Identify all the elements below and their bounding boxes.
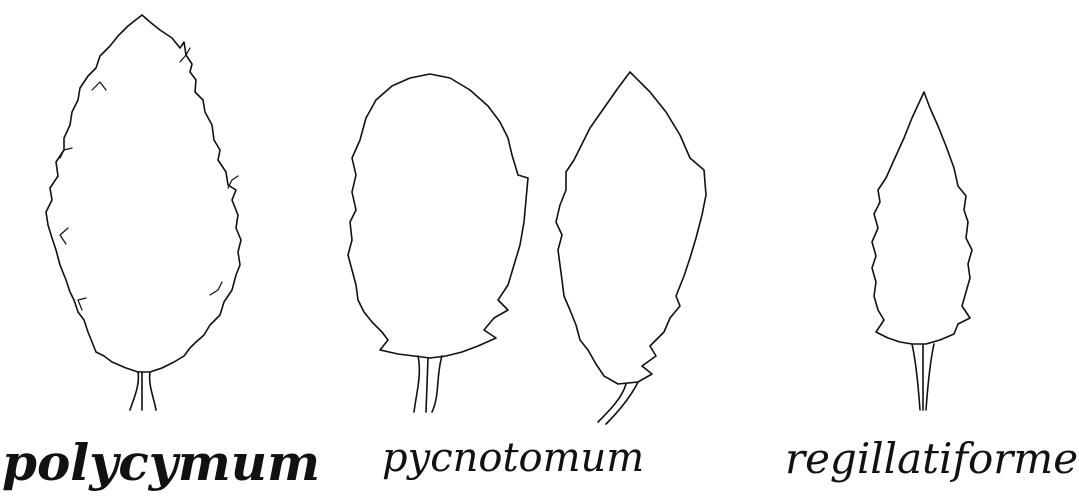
leaf-pycnotomum-left	[348, 74, 528, 412]
caption-pycnotomum: pycnotomum	[382, 438, 644, 478]
leaf-regillatiforme	[872, 92, 972, 410]
leaf-pycnotomum-left-petiole	[414, 356, 442, 412]
leaf-polycymum-petiole	[130, 372, 156, 410]
leaf-regillatiforme-petiole	[912, 344, 934, 410]
leaf-pycnotomum-right-outline	[556, 72, 706, 384]
leaf-regillatiforme-outline	[872, 92, 972, 344]
leaf-polycymum	[46, 15, 241, 410]
caption-regillatiforme: regillatiforme	[785, 438, 1078, 480]
caption-polycymum: polycymum	[2, 438, 320, 488]
leaf-pycnotomum-right	[556, 72, 706, 424]
leaf-pycnotomum-left-outline	[348, 74, 528, 358]
leaf-pycnotomum-right-petiole	[598, 382, 638, 424]
leaf-polycymum-hairs	[60, 48, 238, 310]
leaf-polycymum-outline	[46, 15, 241, 372]
